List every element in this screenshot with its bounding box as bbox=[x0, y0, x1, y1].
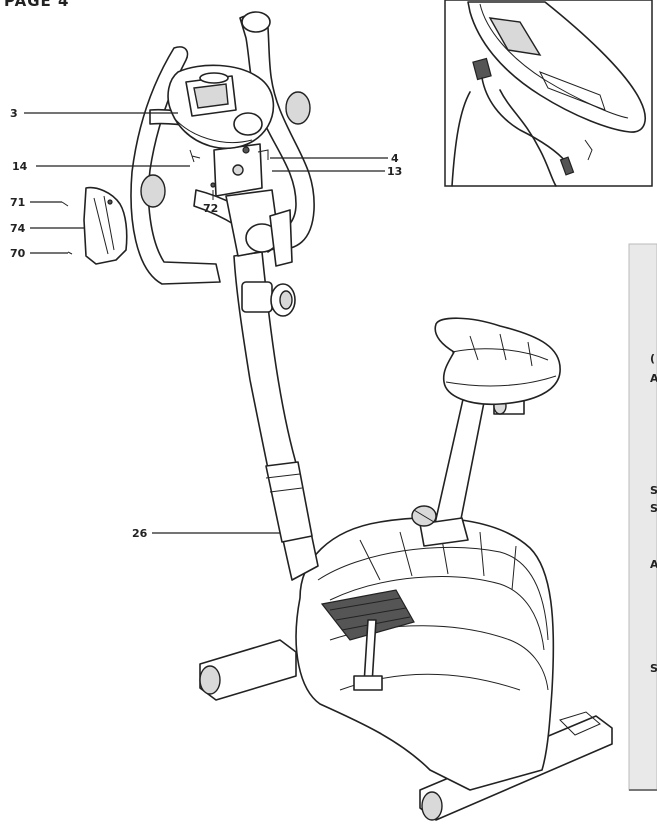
panel-fragment: S bbox=[650, 662, 657, 675]
instruction-side-panel: ( A S S A S bbox=[628, 243, 657, 791]
callout-3: 3 bbox=[10, 107, 18, 120]
bike-illustration bbox=[130, 11, 613, 821]
callout-leaders bbox=[24, 112, 388, 534]
callout-4: 4 bbox=[391, 152, 399, 165]
pulse-sensor-right bbox=[285, 91, 311, 125]
panel-fragment: A bbox=[650, 558, 657, 571]
post-knob-block bbox=[241, 281, 273, 313]
panel-fragment: ( bbox=[650, 352, 655, 365]
panel-fragment: A bbox=[650, 372, 657, 385]
handlebar-left bbox=[130, 46, 221, 285]
page-header: PAGE 4 bbox=[4, 0, 69, 10]
front-stabilizer bbox=[199, 639, 297, 701]
frame-shroud bbox=[295, 517, 555, 791]
pulse-sensor-left bbox=[140, 174, 166, 208]
post-sleeve bbox=[265, 461, 313, 543]
callout-13: 13 bbox=[387, 165, 402, 178]
seat bbox=[434, 317, 561, 406]
callout-74: 74 bbox=[10, 222, 26, 235]
console-display bbox=[193, 83, 229, 109]
part-74-cover bbox=[83, 186, 128, 265]
callout-72: 72 bbox=[203, 202, 218, 215]
panel-fragment: S bbox=[650, 484, 657, 497]
callout-26: 26 bbox=[132, 527, 148, 540]
callout-labels: 3 14 4 13 71 72 74 70 26 bbox=[10, 107, 402, 540]
callout-71: 71 bbox=[10, 196, 25, 209]
callout-70: 70 bbox=[10, 247, 26, 260]
inset-console-detail bbox=[444, 0, 653, 187]
panel-fragment: S bbox=[650, 502, 657, 515]
callout-14: 14 bbox=[12, 160, 28, 173]
